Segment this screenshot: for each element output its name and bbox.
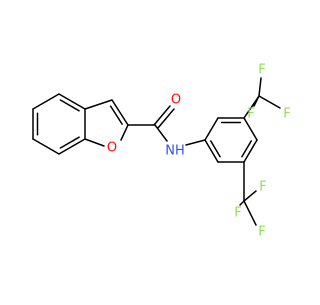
bond-cf3-top-f2	[258, 95, 281, 109]
molecule-canvas: O O NH F F F F F F	[32, 63, 291, 240]
bond-benzene-6	[32, 93, 60, 110]
cf3-top-fluorine-3: F	[247, 107, 254, 122]
bond-aryl-1	[204, 117, 219, 141]
bond-carbonyl-o-1	[153, 105, 171, 126]
cf3-bottom-fluorine-1: F	[259, 180, 266, 195]
bond-aryl-6	[204, 139, 219, 163]
bond-n-aryl	[185, 139, 206, 146]
carbonyl-oxygen-label: O	[171, 93, 181, 108]
cf3-bottom-fluorine-3: F	[258, 225, 265, 240]
bond-benzene-3-inner	[59, 136, 80, 149]
ring-oxygen-label: O	[107, 141, 117, 156]
bond-benzene-2	[32, 138, 60, 155]
bond-cf3-top-f1	[258, 77, 262, 97]
amide-nh-label: NH	[165, 144, 185, 159]
bond-aryl-4	[243, 139, 258, 163]
bond-furan-c3a-c3	[84, 99, 113, 110]
bond-furan-c3-c2-inner	[109, 105, 123, 125]
bond-cf3-bottom-f3	[243, 200, 257, 226]
bond-layer	[32, 77, 281, 226]
bond-aryl-3	[243, 117, 258, 141]
bond-benzene-5-inner	[59, 99, 80, 112]
atom-label-layer: O O NH F F F F F F	[107, 63, 291, 240]
bond-furan-c2-o1	[120, 124, 129, 141]
bond-aryl-4-inner	[241, 140, 253, 158]
cf3-bottom-fluorine-2: F	[234, 206, 241, 221]
bond-benzene-3	[58, 138, 86, 155]
bond-benzene-5	[58, 93, 86, 110]
cf3-top-fluorine-2: F	[283, 107, 290, 122]
bond-furan-o1-c7a	[84, 138, 105, 147]
bond-cf3-bottom-f2	[239, 200, 245, 206]
bond-aryl-6-inner	[209, 140, 221, 158]
bond-cf3-bottom-f1	[243, 190, 257, 202]
bond-carbonyl-n	[154, 124, 168, 142]
bond-furan-c3-c2	[111, 99, 129, 126]
bond-carbonyl-o-2	[157, 108, 175, 129]
cf3-top-fluorine-1: F	[258, 63, 265, 78]
bond-cf3-top-f3	[253, 95, 260, 107]
molecule-structure: O O NH F F F F F F	[32, 63, 291, 240]
